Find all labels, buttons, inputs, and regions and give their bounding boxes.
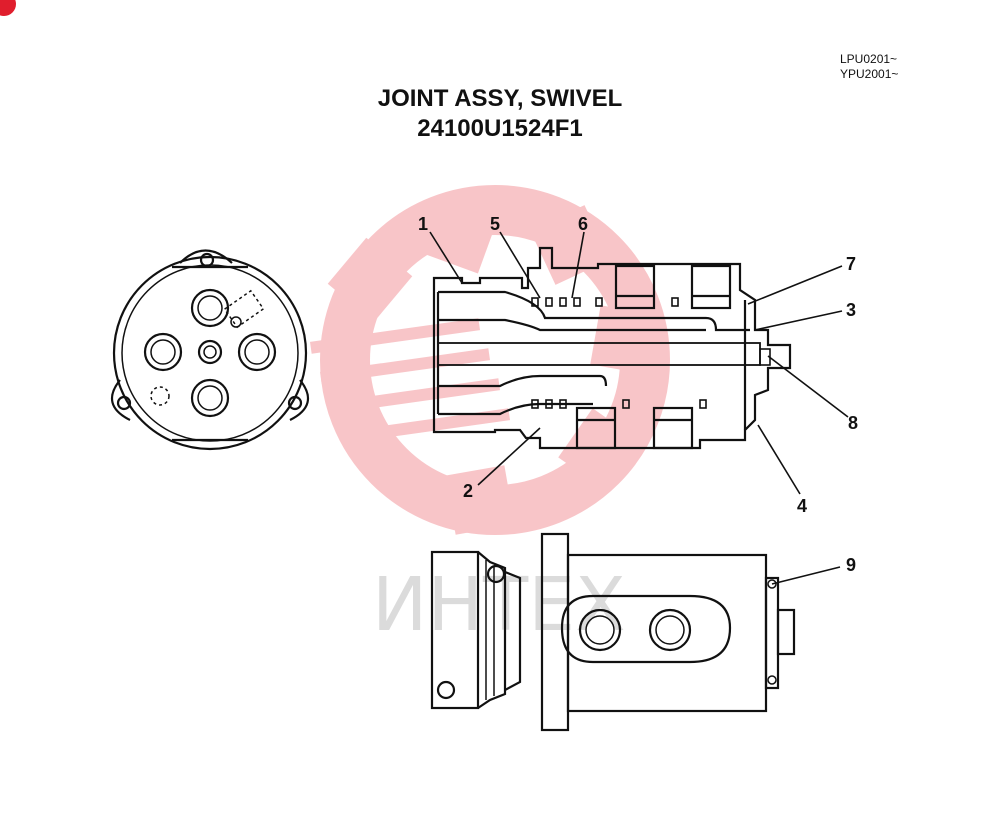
callout-3: 3 — [846, 300, 856, 320]
page-title: JOINT ASSY, SWIVEL — [377, 85, 623, 112]
leader-lines — [429, 231, 849, 585]
callout-5: 5 — [490, 214, 500, 234]
watermark-text: ИНТЕХ — [372, 562, 626, 648]
callout-6: 6 — [578, 214, 588, 234]
callout-1: 1 — [418, 214, 428, 234]
callout-9: 9 — [846, 555, 856, 575]
side-view — [430, 532, 796, 732]
part-number: 24100U1524F1 — [417, 115, 583, 142]
serial-range: LPU0201~ YPU2001~ — [840, 52, 898, 82]
section-view — [432, 246, 792, 450]
end-view — [110, 249, 310, 451]
callout-8: 8 — [848, 413, 858, 433]
callout-4: 4 — [797, 496, 807, 516]
serial-line-1: LPU0201~ — [840, 52, 898, 66]
corner-mark-icon — [0, 0, 16, 16]
callout-2: 2 — [463, 481, 473, 501]
callout-7: 7 — [846, 254, 856, 274]
title-block: JOINT ASSY, SWIVEL 24100U1524F1 — [300, 84, 700, 144]
serial-line-2: YPU2001~ — [840, 67, 899, 81]
